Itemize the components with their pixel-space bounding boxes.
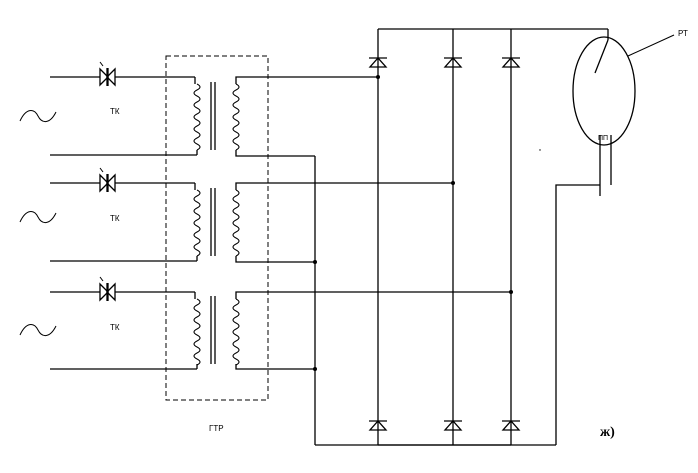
- lamp-label: РТ: [678, 29, 688, 38]
- ac-source-icon-1: [19, 110, 57, 122]
- thyristor-1: [99, 61, 116, 87]
- lamp-bulb: [572, 36, 636, 146]
- junction-dot: [376, 75, 380, 79]
- lamp-pointer: [627, 34, 675, 57]
- thyristor-label-3: ТК: [110, 323, 120, 332]
- lamp-inner-label: ПП: [598, 135, 608, 142]
- phase-3-return: [50, 364, 198, 370]
- thyristor-2: [99, 167, 116, 193]
- secondary-1-output: [235, 76, 378, 157]
- diode-lower-1: [368, 420, 388, 431]
- phase-1-return: [50, 150, 198, 156]
- junction-dot: [313, 260, 317, 264]
- phase-2-return: [50, 256, 198, 262]
- transformer-phase-1: [193, 82, 240, 151]
- transformer-phase-3: [193, 296, 240, 366]
- diode-upper-1: [368, 57, 388, 68]
- junction-dot: [451, 181, 455, 185]
- diode-upper-2: [443, 57, 463, 68]
- phase-2-input: [50, 182, 196, 190]
- load-return-wire: [555, 184, 600, 445]
- lamp-anode: [594, 39, 609, 74]
- transformer-enclosure: [165, 55, 269, 401]
- stray-mark: [539, 149, 541, 151]
- thyristor-label-1: ТК: [110, 107, 120, 116]
- transformer-phase-2: [193, 188, 240, 257]
- diode-upper-3: [501, 57, 521, 68]
- figure-label: ж): [600, 425, 615, 440]
- phase-3-input: [50, 291, 196, 299]
- ac-source-icon-3: [19, 324, 57, 336]
- diode-lower-2: [443, 420, 463, 431]
- secondary-2-output: [235, 182, 453, 263]
- diode-lower-3: [501, 420, 521, 431]
- thyristor-3: [99, 276, 116, 302]
- ac-source-icon-2: [19, 211, 57, 223]
- thyristor-label-2: ТК: [110, 214, 120, 223]
- phase-1-input: [50, 76, 196, 84]
- junction-dot: [509, 290, 513, 294]
- transformer-label: ГТР: [209, 424, 224, 433]
- junction-dot: [313, 367, 317, 371]
- secondary-3-output: [235, 291, 511, 370]
- lamp-cathode: ПП: [598, 135, 612, 196]
